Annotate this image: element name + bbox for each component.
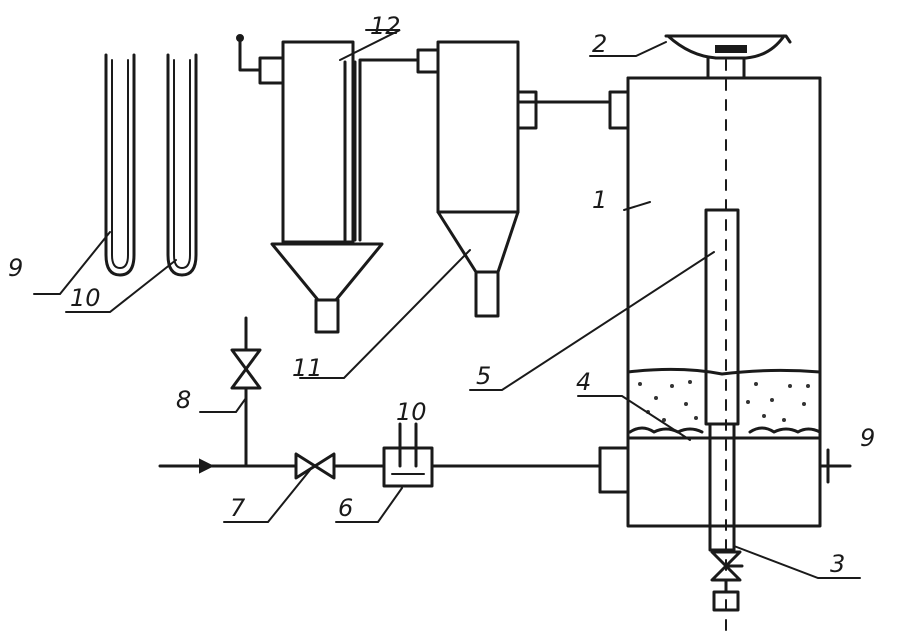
cyclone-11	[416, 40, 520, 318]
label-4: 4	[576, 368, 591, 396]
flow-meter-6	[382, 422, 434, 488]
gas-line-11-to-12	[358, 58, 420, 242]
u-tube-9	[104, 53, 136, 277]
right-connection-9	[818, 448, 852, 484]
label-7: 7	[230, 494, 246, 522]
label-5: 5	[476, 362, 491, 390]
reactor-1	[626, 76, 822, 528]
label-10-top: 10	[396, 398, 427, 426]
label-8: 8	[176, 386, 191, 414]
valve-8	[230, 348, 262, 390]
label-10-left: 10	[70, 284, 101, 312]
cyclone-12-side-nozzle	[236, 34, 285, 85]
leader-lines	[33, 29, 861, 579]
label-3: 3	[830, 550, 845, 578]
reactor-gas-outlet	[516, 90, 630, 130]
label-11: 11	[292, 354, 323, 382]
label-9-left: 9	[8, 254, 23, 282]
u-tube-10	[166, 53, 198, 277]
central-pipe-5	[704, 208, 740, 552]
top-assembly-2	[664, 34, 792, 80]
label-6: 6	[338, 494, 353, 522]
bottom-valve-3	[710, 550, 744, 612]
reactor-inlet-flange	[598, 446, 630, 494]
label-2: 2	[592, 30, 607, 58]
label-12: 12	[370, 12, 401, 40]
valve-7	[294, 452, 336, 480]
inlet-line	[158, 458, 602, 474]
cyclone-12	[270, 40, 384, 334]
fluidized-bed-4	[626, 367, 822, 440]
bed-particles	[638, 380, 810, 422]
label-1: 1	[592, 186, 607, 214]
label-9-right: 9	[860, 424, 875, 452]
